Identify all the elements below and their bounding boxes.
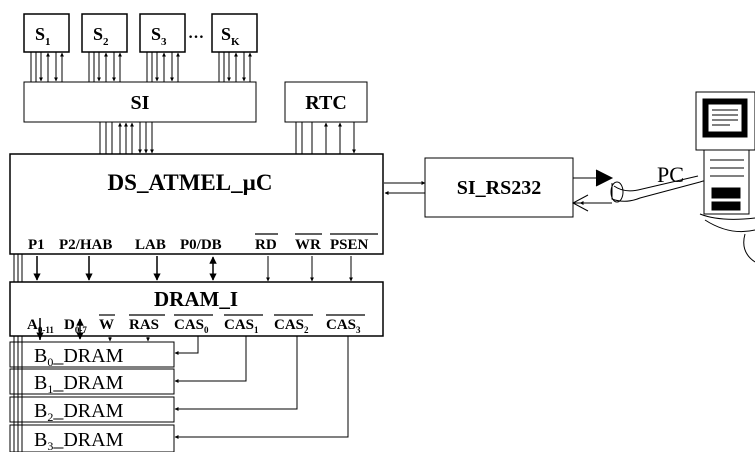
mcu-rs232-connections: [384, 183, 425, 193]
pc-icon: [696, 92, 755, 262]
mcu-dram-address-lines: [14, 254, 22, 282]
mcu-control-arrows: [268, 256, 351, 281]
sensor-label-s3: S3: [151, 24, 167, 48]
signal-label-ras: RAS: [129, 317, 159, 333]
si-mcu-connections: [100, 122, 152, 154]
signal-label-cas1: CAS1: [224, 317, 259, 335]
sensor-label-sk: SK: [221, 24, 240, 48]
sensor-label-s1: S1: [35, 24, 51, 48]
port-label-wr: WR: [295, 237, 321, 253]
port-label-rd: RD: [255, 237, 277, 253]
sensor-ellipsis: …: [188, 25, 204, 42]
signal-label-cas2: CAS2: [274, 317, 309, 335]
dram-control-arrows: [110, 337, 148, 341]
signal-label-cas0: CAS0: [174, 317, 209, 335]
signal-label-d: D0-7: [64, 317, 87, 335]
sensor-label-s2: S2: [93, 24, 109, 48]
sensor-si-connections: [31, 52, 250, 82]
dram-i-label: DRAM_I: [154, 287, 238, 311]
rtc-mcu-connections: [296, 122, 354, 154]
signal-label-cas3: CAS3: [326, 317, 361, 335]
signal-label-w: W: [99, 317, 114, 333]
si-label: SI: [131, 92, 150, 114]
port-label-p1: P1: [28, 237, 45, 253]
port-label-lab: LAB: [135, 237, 166, 253]
bank-label-b3: B3_DRAM: [34, 429, 124, 452]
bank-label-b2: B2_DRAM: [34, 400, 124, 424]
si-rs232-label: SI_RS232: [457, 177, 541, 199]
pc-label: PC: [657, 162, 684, 187]
bank-label-b1: B1_DRAM: [34, 372, 124, 396]
mcu-label: DS_ATMEL_µC: [108, 170, 273, 195]
cas-lines: [175, 336, 348, 437]
port-label-p2-hab: P2/HAB: [59, 237, 112, 253]
rs232-cable: [573, 170, 714, 211]
port-label-p0-db: P0/DB: [180, 237, 222, 253]
rtc-label: RTC: [305, 92, 347, 114]
port-label-psen: PSEN: [330, 237, 369, 253]
mcu-port-arrows: [37, 256, 213, 280]
bank-label-b0: B0_DRAM: [34, 345, 124, 369]
